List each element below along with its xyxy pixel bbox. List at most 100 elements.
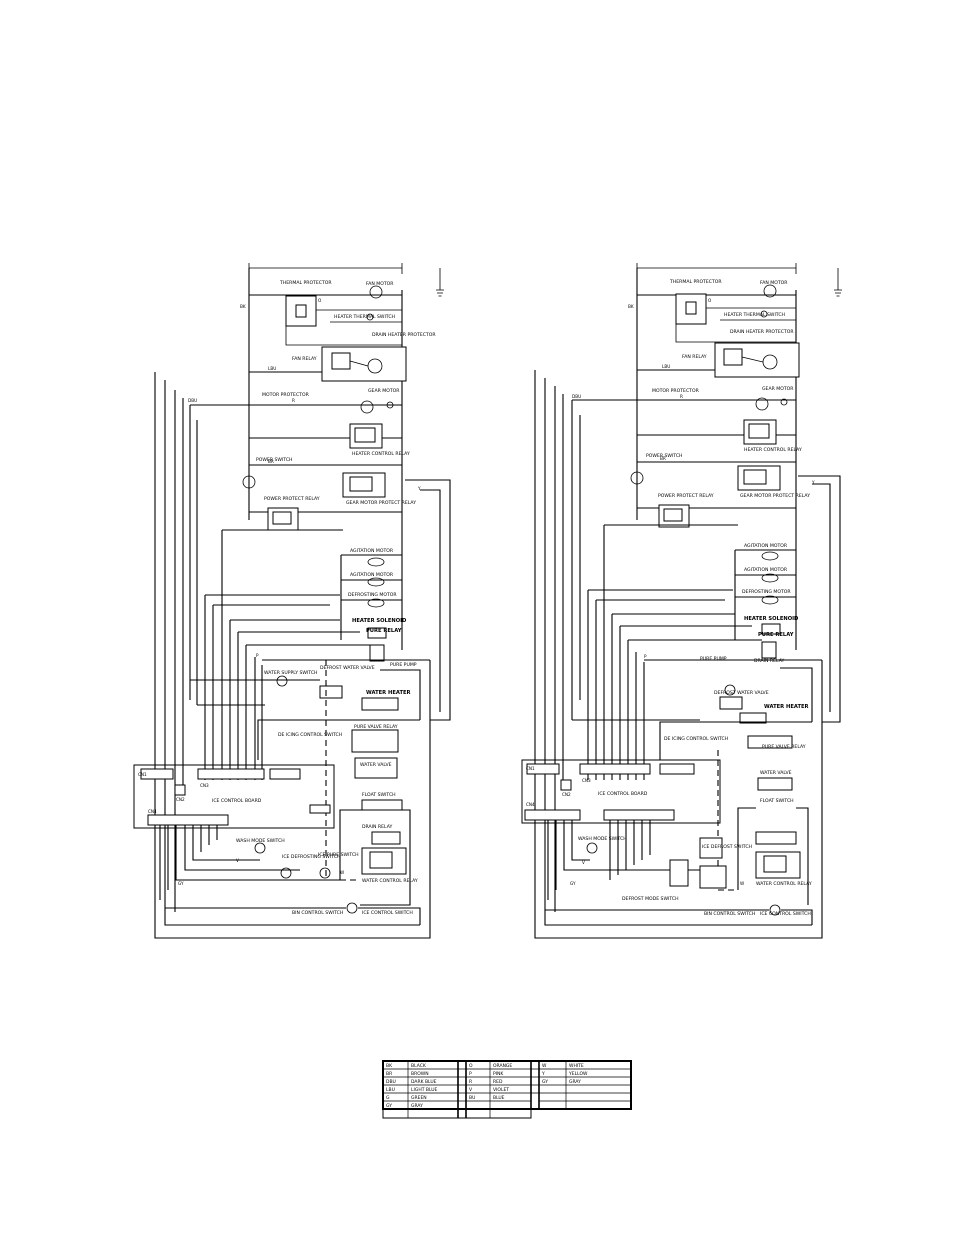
- dr-wire-v: V: [582, 860, 585, 865]
- dr-water-control-relay-label: WATER CONTROL RELAY: [756, 881, 812, 887]
- dl-wire-y: Y: [417, 486, 421, 491]
- legend-cell: G: [386, 1095, 390, 1101]
- dl-agitation-motor-label: AGITATION MOTOR: [350, 548, 394, 554]
- legend-cell: Y: [541, 1071, 545, 1077]
- dr-pure-relay-label: PURE RELAY: [758, 632, 794, 638]
- wiring-diagram-right: THERMAL PROTECTOR FAN MOTOR HEATER THERM…: [521, 263, 842, 939]
- dl-heater-solenoid-label: HEATER SOLENOID: [352, 618, 407, 624]
- dl-drain-relay-label: DRAIN RELAY: [362, 824, 392, 830]
- dr-agitation-motor-2-label: AGITATION MOTOR: [744, 567, 788, 573]
- dl-fan-relay-label: FAN RELAY: [292, 356, 317, 362]
- dr-thermal-protector-label: THERMAL PROTECTOR: [669, 279, 722, 285]
- dr-wire-p: P: [644, 654, 647, 659]
- dl-agitation-motor-2-label: AGITATION MOTOR: [350, 572, 394, 578]
- dr-float-switch-label: FLOAT SWITCH: [760, 798, 794, 804]
- dl-connector-cn2: CN2: [176, 797, 185, 802]
- legend-cell: GRAY: [569, 1079, 581, 1085]
- dr-wire-r: R: [680, 394, 683, 399]
- legend-cell: RED: [493, 1079, 503, 1085]
- dl-water-supply-switch-label: WATER SUPPLY SWITCH: [264, 670, 317, 676]
- dr-water-valve-label: WATER VALVE: [760, 770, 792, 776]
- legend-cell: VIOLET: [493, 1087, 509, 1093]
- dl-power-switch-label: POWER SWITCH: [256, 457, 293, 463]
- dr-control-panel-label: ICE CONTROL BOARD: [598, 791, 648, 797]
- dr-connector-cn2: CN2: [562, 792, 571, 797]
- legend-cell: BLUE: [493, 1095, 505, 1101]
- dl-motor-protector-label: MOTOR PROTECTOR: [262, 392, 310, 398]
- dl-wire-gy: GY: [178, 881, 184, 886]
- dl-wire-o: O: [318, 298, 322, 303]
- dr-agitation-motor-label: AGITATION MOTOR: [744, 543, 788, 549]
- legend-cell: BU: [469, 1095, 475, 1101]
- dr-connector-cn4: CN4: [526, 802, 535, 807]
- legend-cell: V: [469, 1087, 473, 1093]
- dr-pure-valve-relay-label: PURE VALVE RELAY: [762, 744, 806, 750]
- dl-water-valve-label: WATER VALVE: [360, 762, 392, 768]
- dl-defrost-water-valve-label: DEFROST WATER VALVE: [320, 665, 375, 671]
- dr-defrost-mode-switch-label: DEFROST MODE SWITCH: [622, 896, 679, 902]
- dr-fan-motor-label: FAN MOTOR: [760, 280, 788, 286]
- dl-wire-br: BR: [268, 459, 274, 464]
- dl-thermal-protector-label: THERMAL PROTECTOR: [279, 280, 332, 286]
- dr-wire-br: BR: [660, 456, 666, 461]
- dl-connector-cn4: CN4: [148, 809, 157, 814]
- dl-control-panel-label: ICE CONTROL BOARD: [212, 798, 262, 804]
- legend-cell: BK: [386, 1063, 393, 1069]
- dl-heater-thermal-switch-label: HEATER THERMAL SWITCH: [334, 314, 395, 320]
- dl-ice-pure-switch-label: ICE PURE SWITCH: [318, 852, 359, 858]
- dl-wire-r: R: [292, 398, 295, 403]
- dl-defrosting-control-label: DE ICING CONTROL SWITCH: [278, 732, 342, 738]
- dl-wire-w: W: [340, 870, 344, 875]
- legend-cell: GY: [542, 1079, 548, 1085]
- dr-gear-motor-label: GEAR MOTOR: [762, 386, 794, 392]
- dl-pure-valve-relay-label: PURE VALVE RELAY: [354, 724, 398, 730]
- wiring-diagram-left: THERMAL PROTECTOR FAN MOTOR HEATER THERM…: [133, 263, 451, 939]
- dr-defrost-water-valve-label: DEFROST WATER VALVE: [714, 690, 769, 696]
- legend-cell: W: [542, 1063, 547, 1069]
- dl-fan-motor-label: FAN MOTOR: [366, 281, 394, 287]
- dr-wire-gy: GY: [570, 881, 576, 886]
- dl-wire-p: P: [256, 653, 259, 658]
- legend-cell: R: [469, 1079, 472, 1085]
- dr-heater-solenoid-label: HEATER SOLENOID: [744, 616, 799, 622]
- dl-heater-control-relay-label: HEATER CONTROL RELAY: [352, 451, 410, 457]
- legend-cell: GREEN: [411, 1095, 427, 1101]
- dr-heater-thermal-switch-label: HEATER THERMAL SWITCH: [724, 312, 785, 318]
- dl-defrosting-motor-label: DEFROSTING MOTOR: [348, 592, 397, 598]
- legend-cell: BLACK: [411, 1063, 427, 1069]
- dl-pure-pump-label: PURE PUMP: [390, 662, 417, 668]
- legend-cell: GY: [386, 1103, 392, 1109]
- dr-wire-lbu: LBU: [662, 364, 670, 369]
- dl-wire-v: V: [236, 858, 239, 863]
- dl-gear-motor-protect-relay-label: GEAR MOTOR PROTECT RELAY: [346, 500, 416, 506]
- dr-power-protect-relay-label: POWER PROTECT RELAY: [658, 493, 714, 499]
- dr-wire-bk: BK: [628, 304, 634, 309]
- legend-cell: P: [469, 1071, 472, 1077]
- dr-connector-cn3: CN3: [582, 778, 591, 783]
- dl-wire-dbu: DBU: [188, 398, 197, 403]
- legend-cell: WHITE: [569, 1063, 584, 1069]
- dr-pure-pump-label: PURE PUMP: [700, 656, 727, 662]
- legend-cell: BR: [386, 1071, 392, 1077]
- legend-cell: GRAY: [411, 1103, 423, 1109]
- legend-cell: LIGHT BLUE: [411, 1087, 438, 1093]
- legend-cell: DBU: [386, 1079, 396, 1085]
- dr-connector-cn1: CN1: [526, 766, 535, 771]
- dl-water-control-relay-label: WATER CONTROL RELAY: [362, 878, 418, 884]
- dl-wash-mode-switch-label: WASH MODE SWITCH: [236, 838, 285, 844]
- legend-cell: YELLOW: [568, 1071, 588, 1077]
- dl-ice-defrosting-switch-label: ICE DEFROSTING SWITCH: [282, 854, 340, 860]
- dr-ice-defrost-switch-label: ICE DEFROST SWITCH: [702, 844, 752, 850]
- dr-drain-relay-label: DRAIN RELAY: [754, 658, 784, 664]
- dl-ice-control-switch-label: ICE CONTROL SWITCH: [362, 910, 413, 916]
- dl-float-switch-label: FLOAT SWITCH: [362, 792, 396, 798]
- legend-cell: O: [469, 1063, 473, 1069]
- dl-wire-bk: BK: [240, 304, 246, 309]
- dr-drain-heater-protector-label: DRAIN HEATER PROTECTOR: [730, 329, 794, 335]
- dl-water-heater-label: WATER HEATER: [366, 690, 411, 696]
- dr-water-heater-label: WATER HEATER: [764, 704, 809, 710]
- dr-wire-y: Y: [811, 480, 815, 485]
- legend-cell: DARK BLUE: [411, 1079, 437, 1085]
